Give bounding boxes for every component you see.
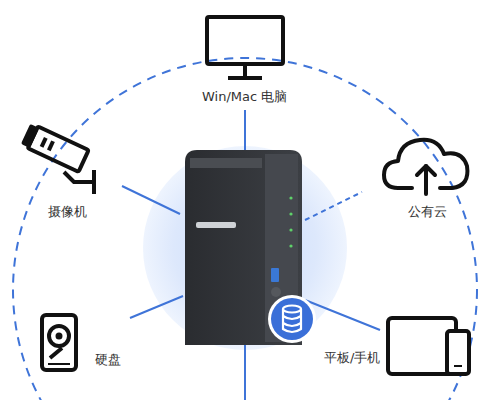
harddisk-icon [42,315,76,370]
glow-circle [143,146,347,350]
device-label: 平板/手机 [321,349,383,367]
device-label: 硬盘 [92,351,124,369]
camera-icon [22,124,94,194]
nas-device [185,150,316,345]
device-label: Win/Mac 电脑 [199,88,290,106]
device-label-group: 硬盘 [92,351,124,369]
tablet-phone-icon [388,318,469,374]
device-label-group: Win/Mac 电脑 [199,88,290,106]
monitor-icon [207,17,283,78]
device-label-group: 公有云 [405,203,450,221]
device-label-group: 摄像机 [45,203,90,221]
device-label: 公有云 [405,203,450,221]
device-label-group: 平板/手机 [321,349,383,367]
cloud-icon [384,140,467,194]
device-label: 摄像机 [45,203,90,221]
dashed-ring [13,58,477,400]
